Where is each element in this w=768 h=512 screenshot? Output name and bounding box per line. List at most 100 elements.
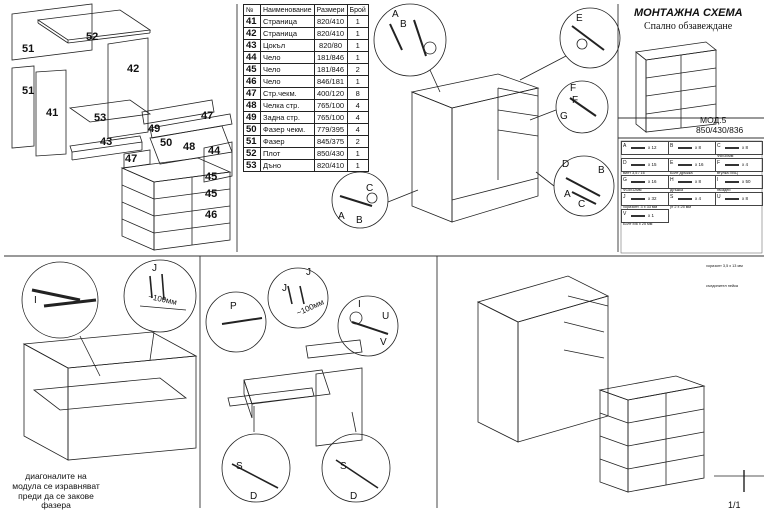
hardware-note: Ф15х12мм — [623, 188, 642, 192]
exploded-drawer — [123, 99, 233, 183]
parts-cell-name: Страница — [260, 27, 315, 41]
parts-cell-no: 47 — [243, 87, 261, 101]
hardware-note: дръжка — [670, 188, 684, 192]
drawer-assembly — [205, 267, 399, 503]
hardware-qty: х 4 — [742, 162, 749, 167]
hardware-qty: х 4 — [695, 196, 702, 201]
detail-letter: S — [340, 461, 347, 472]
parts-cell-size: 765/100 — [313, 111, 348, 125]
parts-cell-name: Задна стр. — [260, 111, 315, 125]
detail-letter: V — [380, 337, 387, 348]
detail-letter: I — [358, 299, 361, 310]
hardware-note: Ф8х30мм — [717, 154, 734, 158]
parts-cell-qty: 1 — [346, 27, 369, 41]
chest-front-small — [120, 157, 232, 251]
final-chest — [476, 275, 764, 493]
hardware-key: G — [623, 177, 627, 183]
parts-cell-name: Фазер — [260, 135, 315, 149]
parts-cell-name: Стр.чекм. — [260, 87, 315, 101]
hardware-glyph-icon — [678, 164, 692, 166]
hardware-key: F — [717, 160, 721, 166]
hardware-glyph-icon — [678, 181, 692, 183]
detail-letter: B — [400, 19, 407, 30]
part-label: 46 — [205, 209, 218, 221]
hardware-qty: х 50 — [742, 179, 751, 184]
detail-letter: C — [578, 199, 586, 210]
detail-letter: F — [572, 95, 579, 106]
detail-letter: B — [598, 165, 605, 176]
hardware-glyph-icon — [631, 181, 645, 183]
parts-cell-qty: 4 — [346, 99, 369, 113]
hardware-note: Болт дръжка — [670, 171, 693, 175]
parts-cell-name: Дъно — [260, 159, 315, 173]
detail-letter: A — [338, 211, 345, 222]
detail-letter: G — [560, 111, 568, 122]
hardware-note: уг 2 х 25 мм — [670, 205, 691, 209]
parts-cell-name: Плот — [260, 147, 315, 161]
hardware-key: H — [670, 177, 674, 183]
parts-cell-qty: 8 — [346, 87, 369, 101]
parts-cell-qty: 1 — [346, 51, 369, 65]
col-size: Размери — [313, 3, 348, 17]
parts-cell-no: 42 — [243, 27, 261, 41]
detail-letter: J — [282, 283, 287, 294]
part-label: 47 — [125, 153, 138, 165]
part-label: 43 — [100, 136, 113, 148]
parts-cell-no: 53 — [243, 159, 261, 173]
hardware-extra: хоризонт 3,5 х 13 мм — [706, 264, 743, 268]
col-qty: Брой — [346, 3, 369, 17]
col-number: № — [243, 3, 261, 17]
hardware-key: U — [717, 194, 721, 200]
detail-letter: U — [382, 311, 390, 322]
parts-cell-qty: 2 — [346, 135, 369, 149]
part-label: 44 — [208, 145, 221, 157]
parts-cell-size: 181/846 — [313, 51, 348, 65]
model-code: МОД.5 — [700, 115, 727, 125]
parts-cell-size: 820/80 — [313, 39, 348, 53]
hardware-glyph-icon — [631, 147, 645, 149]
parts-cell-size: 846/181 — [313, 75, 348, 89]
hardware-qty: х 8 — [695, 145, 702, 150]
sheet-subtitle: Спално обзавеждане — [644, 21, 733, 32]
parts-cell-name: Цокъл — [260, 39, 315, 53]
detail-letter: E — [576, 13, 583, 24]
nail-back-view — [21, 259, 198, 461]
detail-letter: P — [230, 301, 237, 312]
parts-cell-name: Фазер чекм. — [260, 123, 315, 137]
part-label: 48 — [183, 141, 196, 153]
carcass-perspective — [410, 73, 540, 223]
hardware-qty: х 1 — [648, 213, 655, 218]
parts-table-header: № Наименование Размери Брой — [243, 3, 369, 17]
parts-cell-size: 820/410 — [313, 15, 348, 29]
hardware-qty: х 16 — [648, 179, 657, 184]
hardware-glyph-icon — [631, 215, 645, 217]
part-label: 45 — [205, 188, 218, 200]
part-label: 52 — [86, 31, 99, 43]
hardware-glyph-icon — [631, 198, 645, 200]
detail-letter: D — [350, 491, 358, 502]
hardware-key: C — [717, 143, 721, 149]
parts-cell-name: Страница — [260, 15, 315, 29]
detail-circles-top — [331, 3, 621, 229]
hardware-key: J — [623, 194, 626, 200]
hardware-extra: съединител пейка — [706, 284, 738, 288]
detail-letter: A — [392, 9, 399, 20]
parts-cell-size: 779/395 — [313, 123, 348, 137]
